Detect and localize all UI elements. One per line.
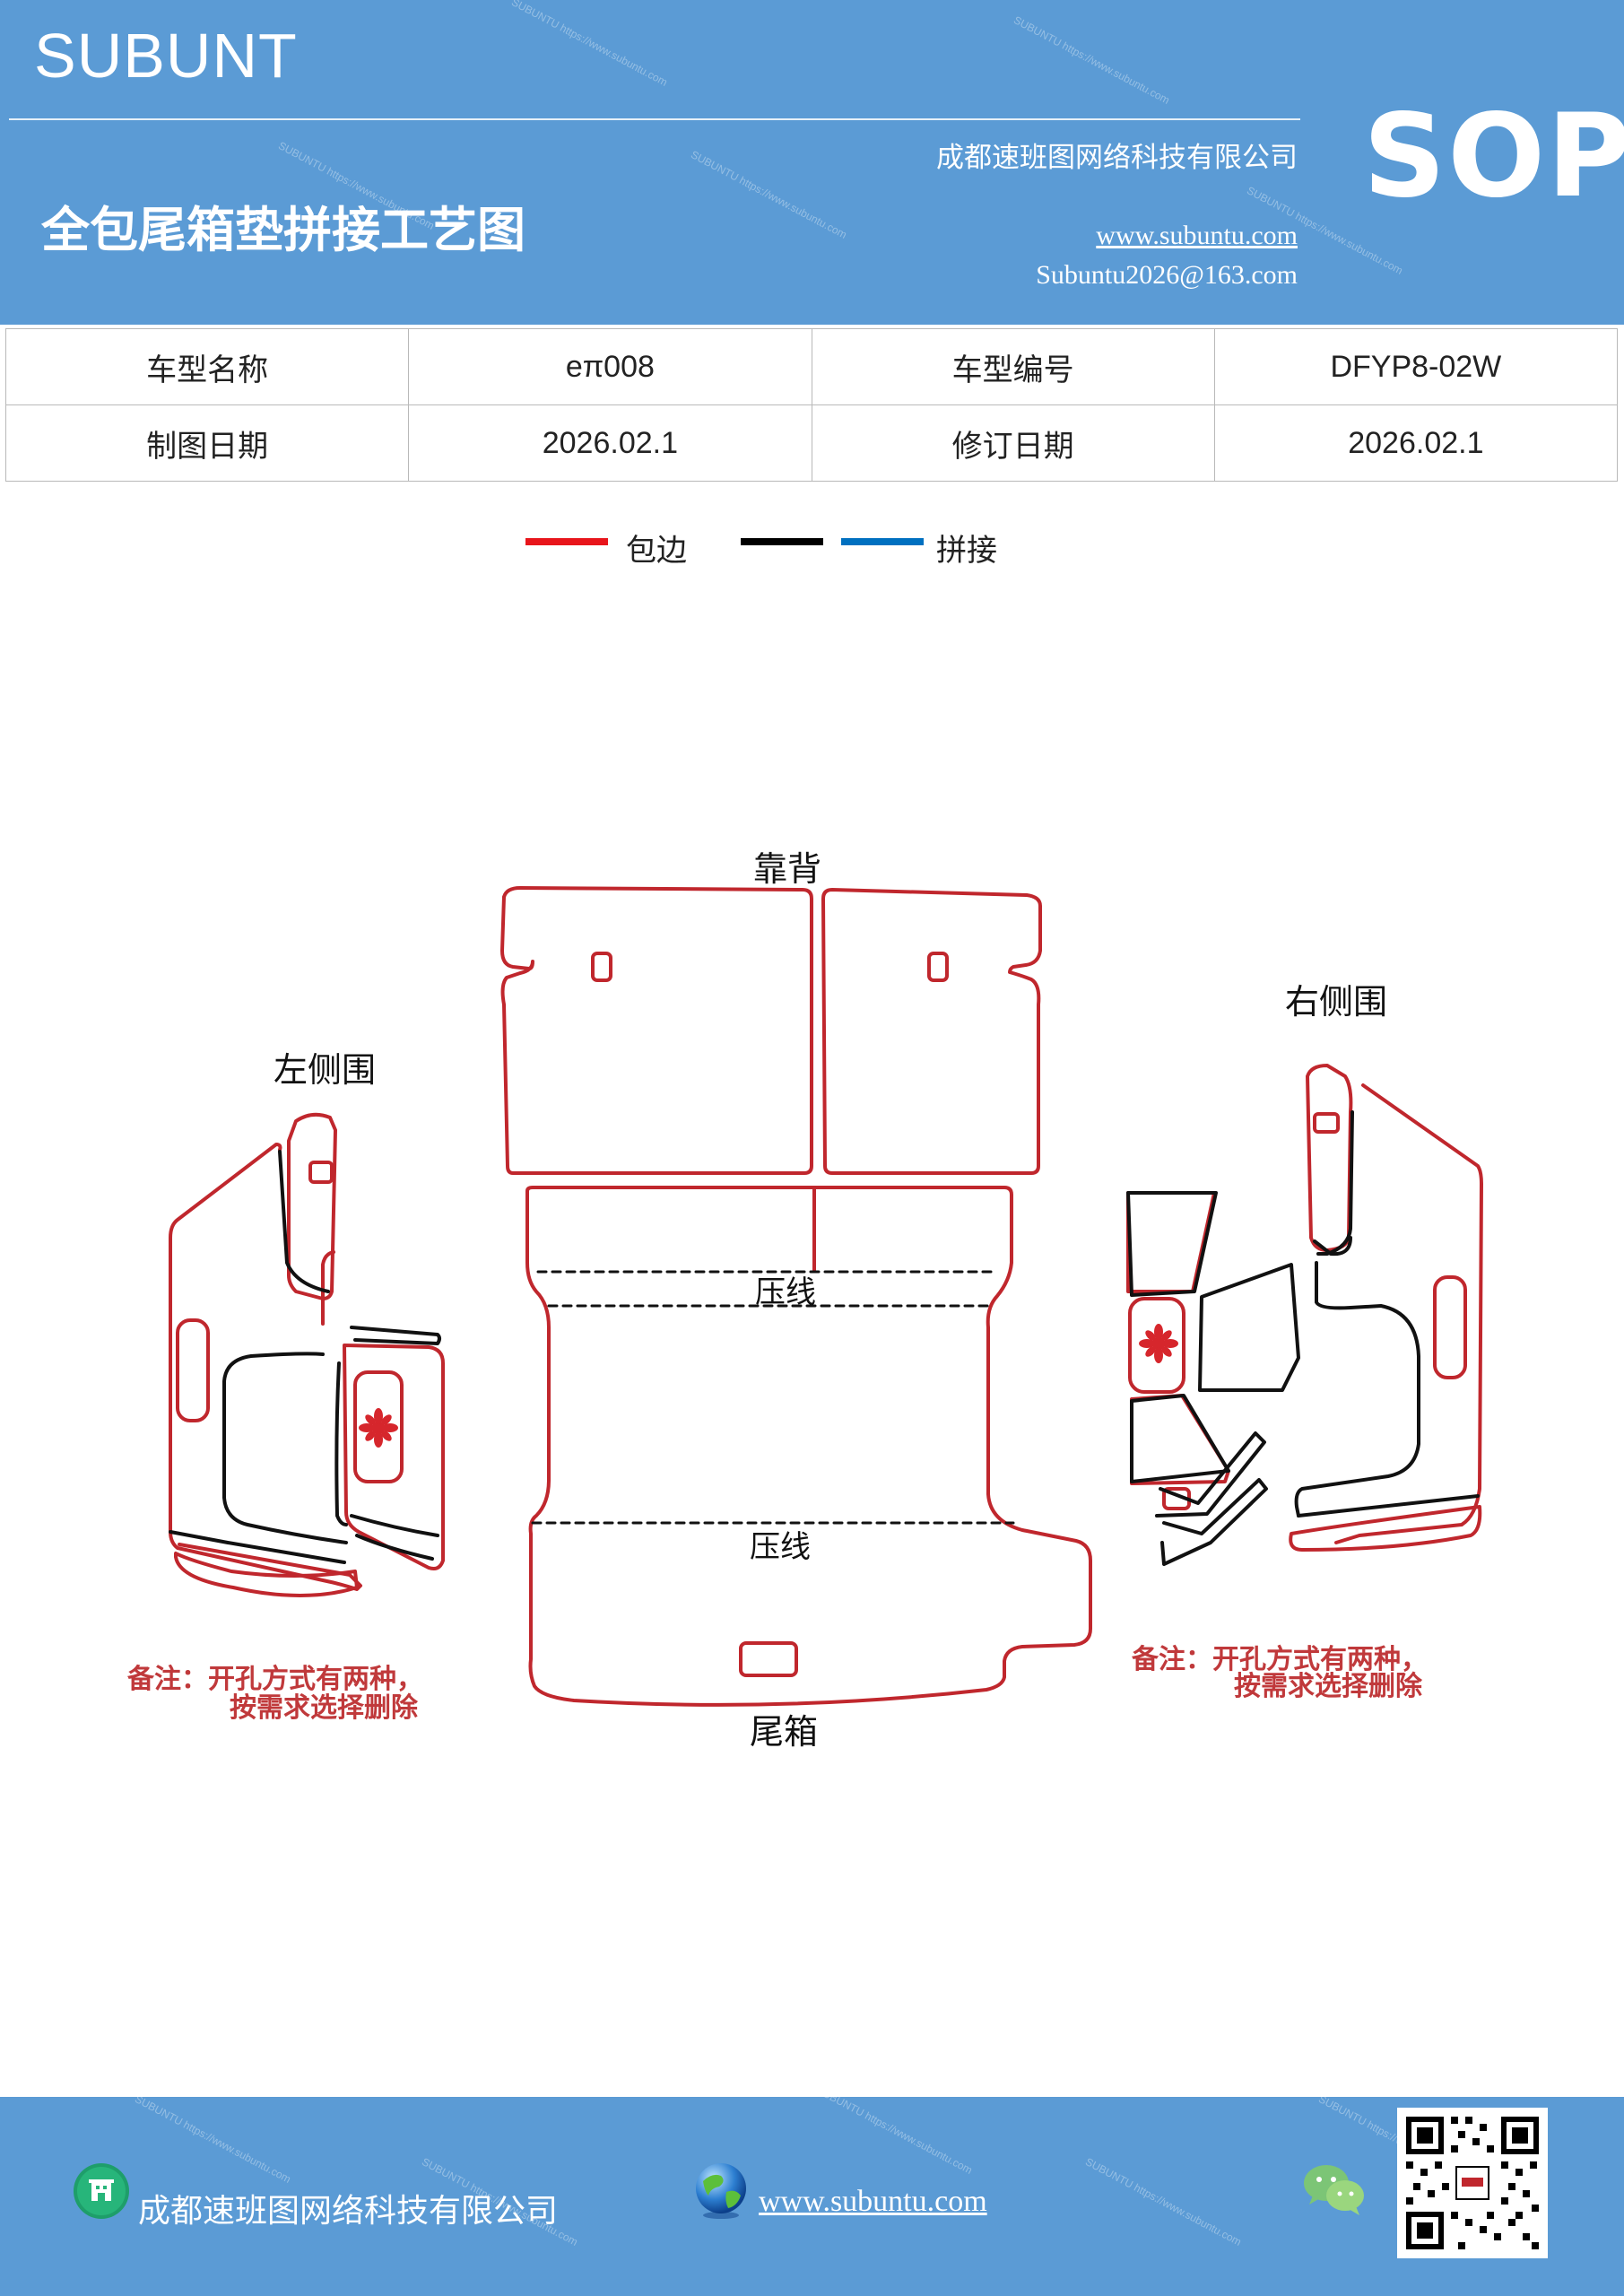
vehicle-info-table: 车型名称 eπ008 车型编号 DFYP8-02W 制图日期 2026.02.1… [4, 328, 1619, 482]
left-flower-emblem [359, 1408, 398, 1448]
legend-seam-blue-swatch [841, 538, 924, 545]
wechat-icon [1304, 2165, 1364, 2215]
left-side-strip-inner [350, 1326, 441, 1345]
table-cell-model-code-value: DFYP8-02W [1213, 328, 1619, 405]
sop-badge: SOP [1363, 90, 1624, 223]
legend-edge-label: 包边 [626, 533, 687, 569]
left-side-bottom-strip [174, 1552, 359, 1597]
qr-code-pattern [1406, 2117, 1539, 2249]
backrest-left-slot [591, 952, 612, 982]
table-row: 制图日期 2026.02.1 修订日期 2026.02.1 [4, 404, 1619, 482]
right-side-outer-panel [1334, 1083, 1483, 1544]
document-title: 全包尾箱垫拼接工艺图 [41, 201, 525, 258]
header-company-name: 成都速班图网络科技有限公司 [936, 142, 1298, 174]
table-cell-model-name-label: 车型名称 [4, 328, 410, 405]
backrest-right-slot [927, 952, 949, 982]
table-cell-model-name-value: eπ008 [408, 328, 812, 405]
table-cell-draw-date-label: 制图日期 [4, 404, 410, 482]
right-side-panel-2 [1198, 1263, 1300, 1392]
label-left-side: 左侧围 [274, 1050, 376, 1090]
header-divider [9, 118, 1300, 120]
right-side-bottom-strip [1289, 1505, 1482, 1552]
label-backrest: 靠背 [753, 849, 821, 889]
left-side-well-inner [334, 1361, 348, 1526]
right-side-strip-b [1160, 1478, 1268, 1566]
left-side-seam-well [222, 1352, 348, 1544]
trunk-mat-diagram: 靠背 左侧围 右侧围 压线 压线 尾箱 备注：开孔方式有两种， 按需求选择删除 … [127, 849, 1483, 1752]
header-website-link[interactable]: www.subuntu.com [1096, 221, 1298, 250]
label-press-line-2: 压线 [750, 1529, 811, 1565]
right-side-vent-cutout [1433, 1275, 1467, 1379]
left-side-light-cutout [353, 1370, 404, 1483]
left-side-seam-upper [278, 1150, 330, 1293]
right-side-strip-c [1313, 1236, 1352, 1257]
left-side-small-cutout [308, 1161, 334, 1184]
right-side-well-frame [1126, 1191, 1216, 1293]
right-side-lower-frame [1130, 1394, 1230, 1485]
right-side-panel-1 [1126, 1191, 1218, 1297]
right-side-seam-well [1294, 1261, 1420, 1518]
header-banner: SUBUNTU https://www.subuntu.com SUBUNTU … [0, 0, 1624, 325]
left-side-well-frame [343, 1344, 445, 1570]
label-trunk: 尾箱 [750, 1712, 818, 1752]
note-right-line-2: 按需求选择删除 [1234, 1671, 1423, 1702]
label-press-line-1: 压线 [755, 1274, 816, 1310]
right-side-seam-lower [1297, 1494, 1480, 1518]
right-side-small-cutout [1313, 1112, 1340, 1134]
left-side-vent-cutout [176, 1318, 210, 1422]
legend-seam-black-swatch [741, 538, 823, 545]
note-left-line-1: 备注：开孔方式有两种， [127, 1664, 423, 1695]
qr-code[interactable] [1397, 2108, 1548, 2258]
table-cell-revision-date-value: 2026.02.1 [1213, 404, 1619, 482]
table-cell-model-code-label: 车型编号 [811, 328, 1215, 405]
table-cell-draw-date-value: 2026.02.1 [408, 404, 812, 482]
backrest-left-panel [500, 886, 813, 1175]
backrest-right-panel [821, 888, 1042, 1175]
left-side-seam-lower [169, 1530, 346, 1564]
right-side-seam-upper [1316, 1110, 1354, 1256]
footer-banner: SUBUNTU https://www.subuntu.com SUBUNTU … [0, 2097, 1624, 2296]
label-right-side: 右侧围 [1285, 982, 1387, 1022]
building-icon [74, 2163, 129, 2219]
legend: 包边 拼接 [0, 529, 1624, 569]
table-cell-revision-date-label: 修订日期 [811, 404, 1215, 482]
floor-handle-cutout [739, 1641, 798, 1677]
note-left-line-2: 按需求选择删除 [230, 1692, 419, 1724]
globe-icon [696, 2163, 746, 2219]
left-side-strip-lower [350, 1514, 439, 1561]
legend-seam-label: 拼接 [936, 533, 997, 569]
footer-company-name: 成都速班图网络科技有限公司 [138, 2193, 559, 2230]
right-side-light-cutout [1128, 1297, 1185, 1394]
right-side-panel-3 [1130, 1394, 1230, 1483]
legend-edge-swatch [525, 538, 608, 545]
floor-panel [525, 1186, 1092, 1707]
note-right-line-1: 备注：开孔方式有两种， [1132, 1644, 1428, 1675]
right-side-upper-strip [1306, 1064, 1353, 1252]
table-row: 车型名称 eπ008 车型编号 DFYP8-02W [4, 328, 1619, 405]
header-email: Subuntu2026@163.com [1036, 260, 1298, 290]
brand-logo-text: SUBUNT [34, 21, 298, 91]
right-flower-emblem [1139, 1324, 1178, 1363]
footer-website-link[interactable]: www.subuntu.com [759, 2185, 987, 2218]
left-side-pocket-panel [287, 1112, 337, 1300]
right-side-strip-a [1155, 1431, 1266, 1518]
